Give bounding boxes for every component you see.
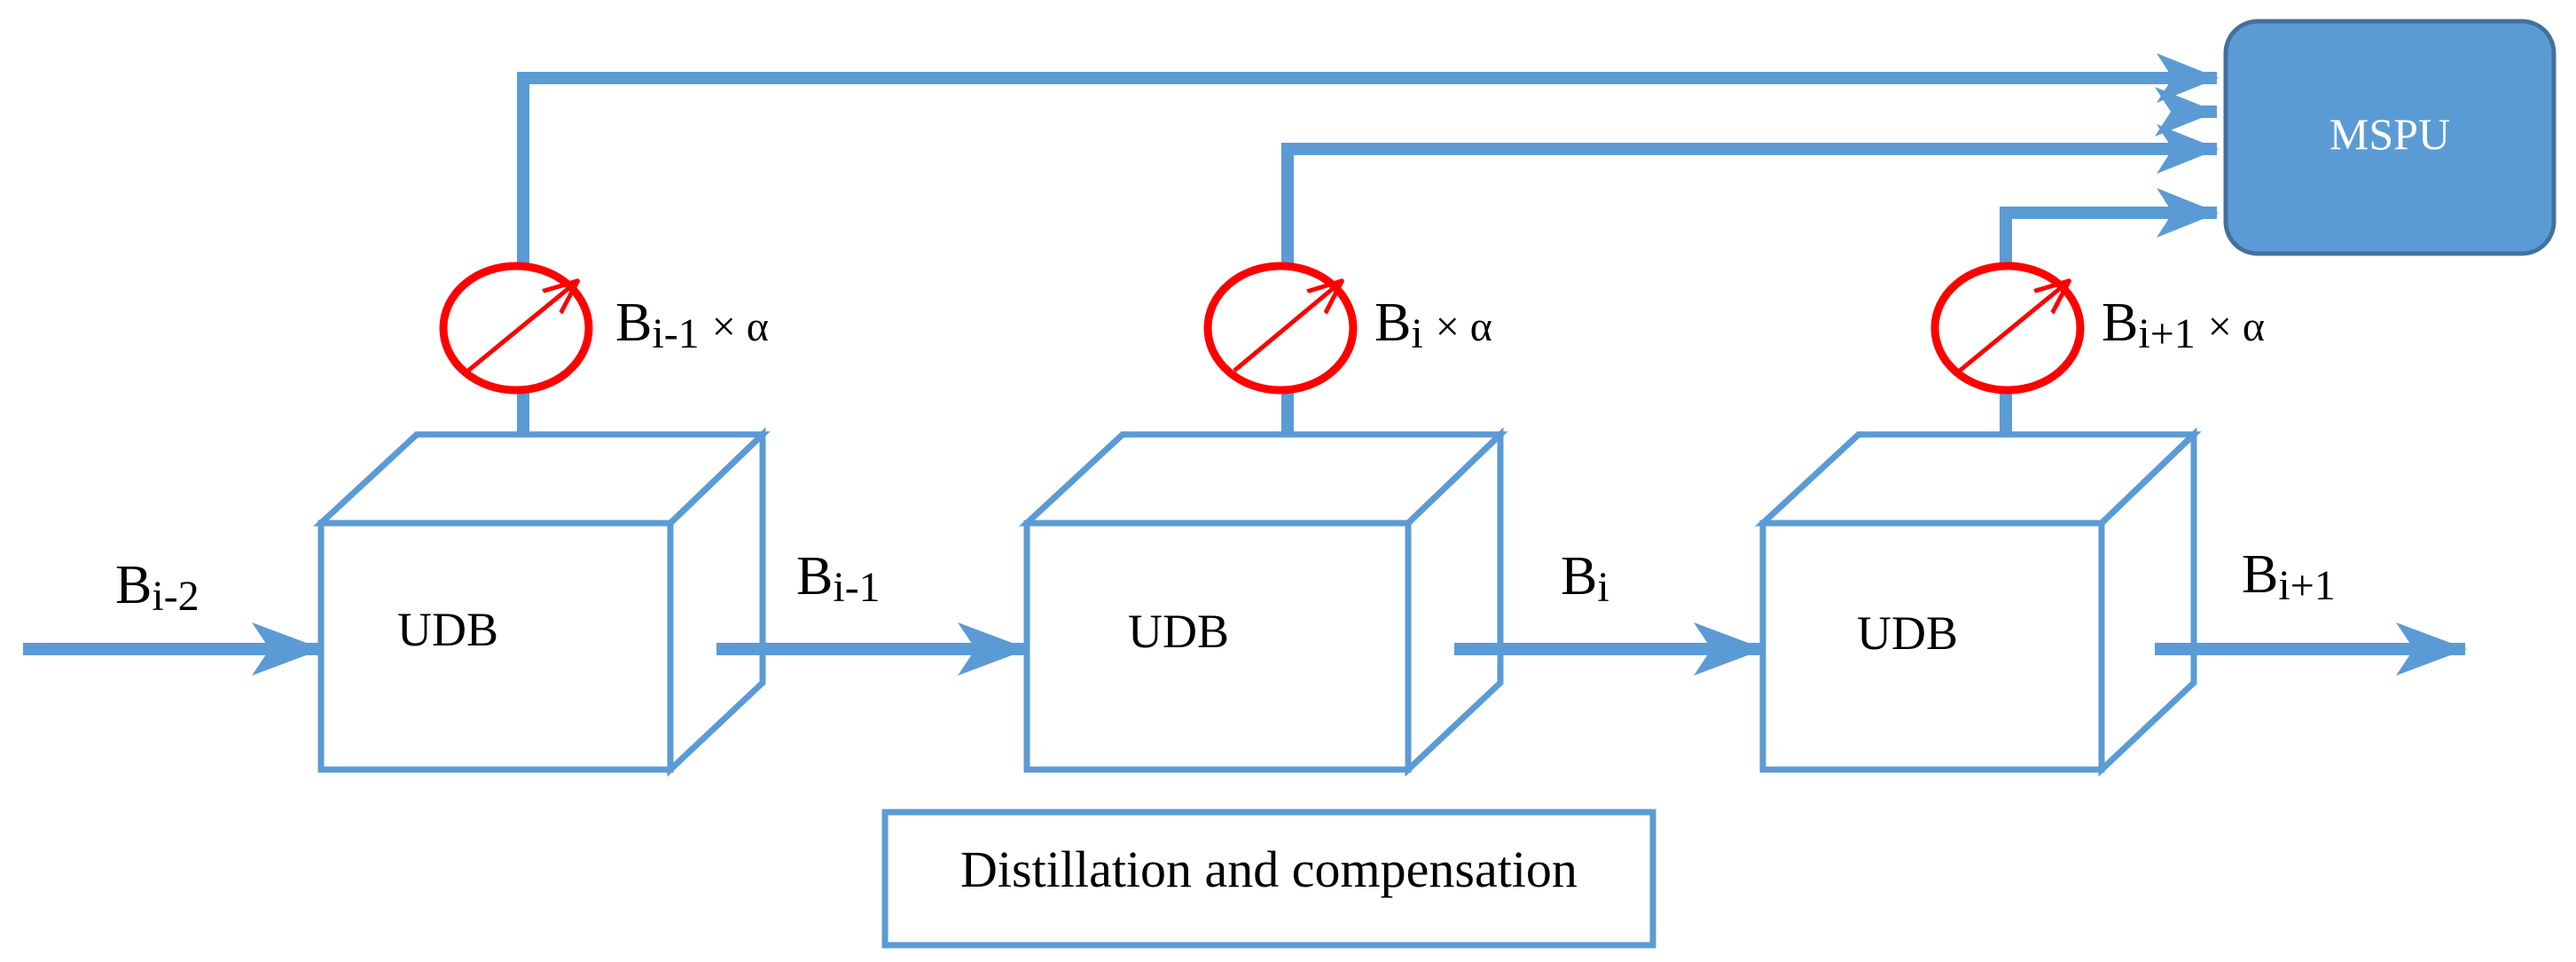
gauge-arrow-icon bbox=[1958, 282, 2068, 372]
gauge-circle bbox=[1930, 262, 2085, 395]
input-label-3: Bi bbox=[1561, 546, 1609, 611]
udb-label-3: UDB bbox=[1857, 606, 1958, 660]
scale-gauge-1 bbox=[439, 262, 593, 395]
gauge-circle bbox=[439, 262, 593, 395]
mspu-box: MSPU bbox=[2223, 19, 2556, 256]
caption-text: Distillation and compensation bbox=[960, 841, 1578, 898]
udb-block-3 bbox=[1755, 426, 2202, 778]
scale-label-3: Bi+1× α bbox=[2102, 293, 2265, 357]
udb-label-2: UDB bbox=[1128, 605, 1229, 658]
scale-label-2: Bi× α bbox=[1374, 293, 1492, 357]
input-label-1: Bi-2 bbox=[115, 555, 200, 620]
caption-box: Distillation and compensation bbox=[881, 809, 1656, 949]
scale-gauge-2 bbox=[1203, 262, 1358, 395]
gauge-circle bbox=[1203, 262, 1358, 395]
arrowhead-extra bbox=[2155, 87, 2217, 137]
scale-label-1: Bi-1× α bbox=[615, 293, 769, 357]
gauge-arrow-icon bbox=[466, 282, 576, 372]
input-label-2: Bi-1 bbox=[796, 546, 881, 611]
udb-block-1 bbox=[313, 426, 771, 778]
mspu-label: MSPU bbox=[2329, 109, 2450, 159]
udb-label-1: UDB bbox=[397, 603, 498, 656]
input-label-4: Bi+1 bbox=[2242, 544, 2336, 609]
scale-gauge-3 bbox=[1930, 262, 2085, 395]
connection-line-2 bbox=[1281, 124, 2219, 434]
udb-block-2 bbox=[1019, 426, 1508, 778]
gauge-arrow-icon bbox=[1233, 282, 1341, 372]
